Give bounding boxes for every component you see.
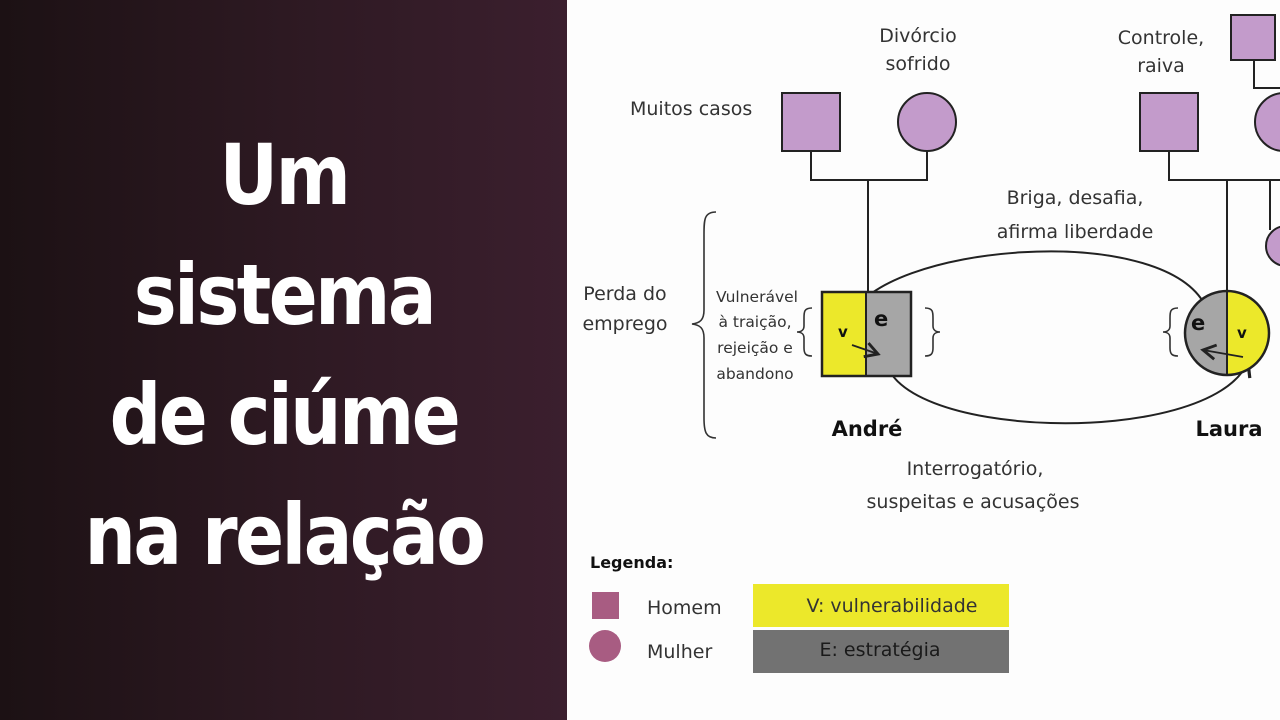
briga-label: Briga, desafia,	[1007, 187, 1144, 209]
e-label: e	[874, 307, 888, 331]
legend-title: Legenda:	[590, 553, 673, 572]
divorcio-label: sofrido	[886, 53, 951, 75]
title-line: na relação	[84, 486, 485, 584]
vulneravel-label: abandono	[716, 365, 793, 383]
legend-v-label: V: vulnerabilidade	[807, 595, 978, 617]
legend-e-label: E: estratégia	[819, 639, 940, 661]
andre-symbol: v e	[820, 290, 913, 378]
legend-e-box	[753, 630, 1009, 673]
legend-v-box	[753, 584, 1009, 627]
laura-symbol: e v	[1183, 289, 1271, 377]
legend-mulher: Mulher	[647, 641, 712, 663]
male-symbol	[1139, 92, 1199, 152]
perda-label: Perda do	[583, 283, 666, 305]
title-line: de ciúme	[109, 366, 460, 464]
muitos-casos-label: Muitos casos	[630, 98, 752, 120]
female-symbol	[897, 92, 957, 152]
page-title: Um sistema de ciúme na relação	[84, 115, 485, 595]
legend-square-icon	[592, 592, 619, 619]
male-symbol	[1230, 14, 1276, 61]
legend: Legenda: Homem Mulher V: vulnerabilidade…	[589, 553, 1009, 673]
controle-label: Controle,	[1118, 27, 1204, 49]
andre-label: André	[832, 417, 903, 441]
family-lines	[810, 60, 1280, 292]
title-line: sistema	[133, 246, 436, 344]
vulneravel-label: rejeição e	[717, 339, 793, 357]
female-symbol	[1254, 92, 1280, 152]
vulneravel-label: à traição,	[718, 313, 791, 331]
braces	[691, 211, 1179, 439]
e-label: e	[1191, 311, 1205, 335]
male-symbol	[781, 92, 841, 152]
interrogatorio-label: Interrogatório,	[907, 458, 1044, 480]
vulneravel-label: Vulnerável	[716, 288, 798, 306]
controle-label: raiva	[1137, 55, 1185, 77]
briga-label: afirma liberdade	[997, 221, 1154, 243]
divorcio-label: Divórcio	[879, 25, 957, 47]
legend-homem: Homem	[647, 597, 722, 619]
genogram-diagram: v e e v Muitos casos Divórcio sofrido Co…	[582, 14, 1280, 673]
legend-circle-icon	[589, 630, 621, 662]
loop-lower-arc	[883, 351, 1252, 425]
title-line: Um	[219, 126, 350, 224]
female-symbol	[1265, 225, 1280, 267]
laura-label: Laura	[1195, 417, 1262, 441]
perda-label: emprego	[582, 313, 667, 335]
v-label: v	[838, 323, 848, 341]
title-panel: Um sistema de ciúme na relação	[0, 0, 567, 720]
interrogatorio-label: suspeitas e acusações	[867, 491, 1080, 513]
v-label: v	[1237, 324, 1247, 342]
